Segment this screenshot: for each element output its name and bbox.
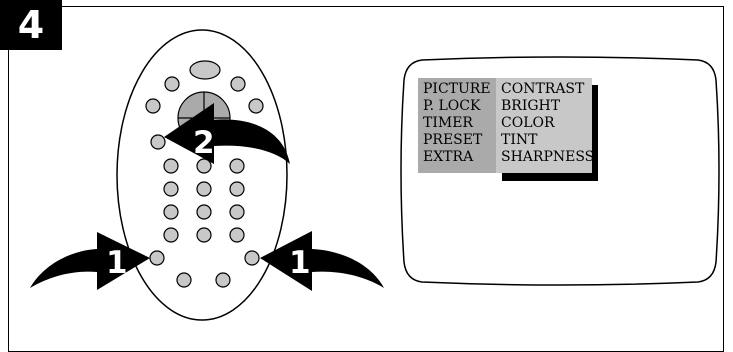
menu-item-preset: PRESET [423, 132, 483, 148]
submenu-item-tint: TINT [501, 132, 538, 148]
remote-button [164, 76, 180, 92]
remote-button [215, 272, 231, 288]
remote-button [230, 76, 246, 92]
callout-arrow-1-left: 1 [30, 232, 150, 290]
menu-item-extra: EXTRA [423, 149, 474, 165]
submenu-item-color: COLOR [501, 115, 555, 131]
arrow-left-icon [30, 232, 150, 290]
callout-number: 2 [193, 125, 215, 161]
step-number-badge: 4 [0, 0, 62, 50]
tv-screen: PICTURE P. LOCK TIMER PRESET EXTRA CONTR… [400, 56, 720, 286]
remote-menu-button [150, 134, 166, 150]
menu-item-p-lock: P. LOCK [423, 98, 481, 114]
tv-menu: PICTURE P. LOCK TIMER PRESET EXTRA CONTR… [418, 78, 598, 181]
remote-right-arrow-button [244, 250, 260, 266]
callout-number: 1 [106, 245, 128, 281]
submenu-panel [496, 78, 592, 173]
remote-top-button [189, 60, 221, 80]
menu-item-picture: PICTURE [423, 81, 491, 97]
callout-number: 1 [289, 245, 311, 281]
remote-control [116, 29, 288, 321]
curved-arrow-icon [164, 103, 290, 164]
submenu-item-contrast: CONTRAST [501, 81, 585, 97]
arrow-right-icon [260, 231, 384, 291]
submenu-item-bright: BRIGHT [501, 98, 561, 114]
remote-button [145, 98, 161, 114]
remote-button [176, 272, 192, 288]
callout-arrow-1-right: 1 [260, 231, 384, 291]
main-menu-panel [418, 78, 496, 173]
submenu-item-sharpness: SHARPNESS [501, 149, 594, 165]
remote-button [248, 98, 264, 114]
remote-left-arrow-button [149, 250, 165, 266]
remote-keypad [163, 158, 245, 243]
callout-arrow-2: 2 [164, 103, 290, 164]
menu-item-timer: TIMER [423, 115, 473, 131]
